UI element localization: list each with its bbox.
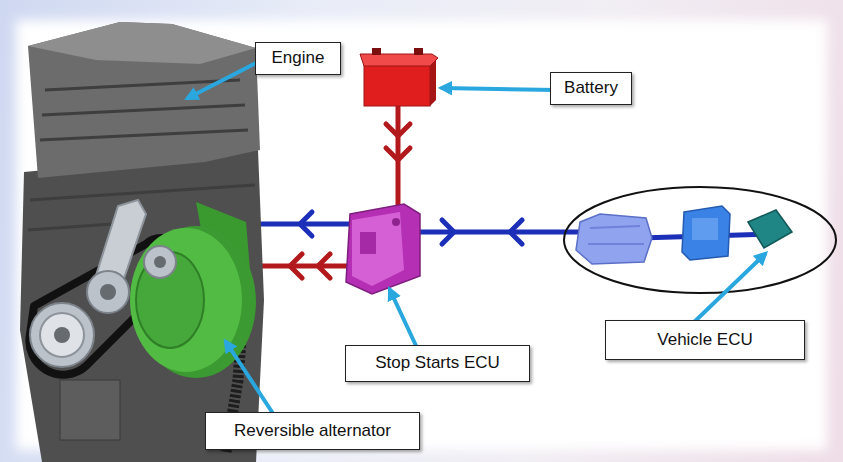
- leader-line: [226, 342, 276, 418]
- leader-line: [690, 254, 765, 326]
- engine-illustration: [20, 22, 264, 462]
- battery-terminal: [372, 48, 381, 55]
- leader-line: [188, 60, 262, 98]
- alternator-pulley: [144, 246, 176, 278]
- battery-illustration: [360, 48, 438, 106]
- idler-pulley: [87, 271, 129, 313]
- label-box: Battery: [550, 72, 632, 105]
- label-text: Battery: [564, 78, 618, 98]
- group-ellipse: [564, 187, 836, 293]
- label-text: Engine: [272, 48, 325, 68]
- control-module: [576, 214, 652, 264]
- signal-chevron: [510, 220, 522, 244]
- power-chevron: [318, 254, 330, 278]
- label-box: Engine: [255, 42, 341, 75]
- pulley-hub: [54, 327, 70, 343]
- wiring: [240, 100, 770, 278]
- engine-detail: [60, 380, 120, 440]
- module-detail: [588, 226, 644, 244]
- head-cover-top: [28, 22, 256, 64]
- power-chevron: [386, 148, 410, 160]
- battery-terminal: [414, 48, 423, 55]
- label-box: Vehicle ECU: [605, 320, 805, 360]
- vehicle-ecu-illustration: [564, 187, 836, 293]
- stop-start-ecu-illustration: [346, 204, 420, 294]
- label-box: Reversible alternator: [205, 412, 420, 450]
- cylinder-head: [28, 22, 260, 178]
- leader-line: [442, 88, 556, 90]
- leader-line: [390, 290, 418, 350]
- battery-body: [364, 62, 430, 106]
- ecu-housing: [346, 204, 420, 294]
- signal-chevron: [300, 212, 312, 236]
- pulley-ring: [40, 313, 84, 357]
- power-chevron: [386, 124, 410, 136]
- ecu-mount: [392, 218, 400, 226]
- pulley-hub: [100, 284, 116, 300]
- ecu-connector: [360, 232, 376, 254]
- power-chevron: [290, 254, 302, 278]
- battery-lid: [360, 54, 438, 66]
- control-module: [748, 210, 792, 248]
- ecu-face: [352, 212, 404, 286]
- alternator-body: [130, 228, 242, 372]
- label-text: Reversible alternator: [234, 421, 391, 441]
- label-text: Stop Starts ECU: [375, 353, 500, 373]
- crank-pulley: [30, 303, 94, 367]
- vehicle-signal-wire: [412, 230, 600, 235]
- label-box: Stop Starts ECU: [345, 345, 530, 382]
- pulley-hub: [154, 256, 166, 268]
- module-detail: [692, 218, 718, 240]
- label-text: Vehicle ECU: [657, 330, 752, 350]
- signal-chevron: [442, 220, 454, 244]
- control-module: [682, 206, 730, 260]
- leader-lines: [188, 60, 765, 418]
